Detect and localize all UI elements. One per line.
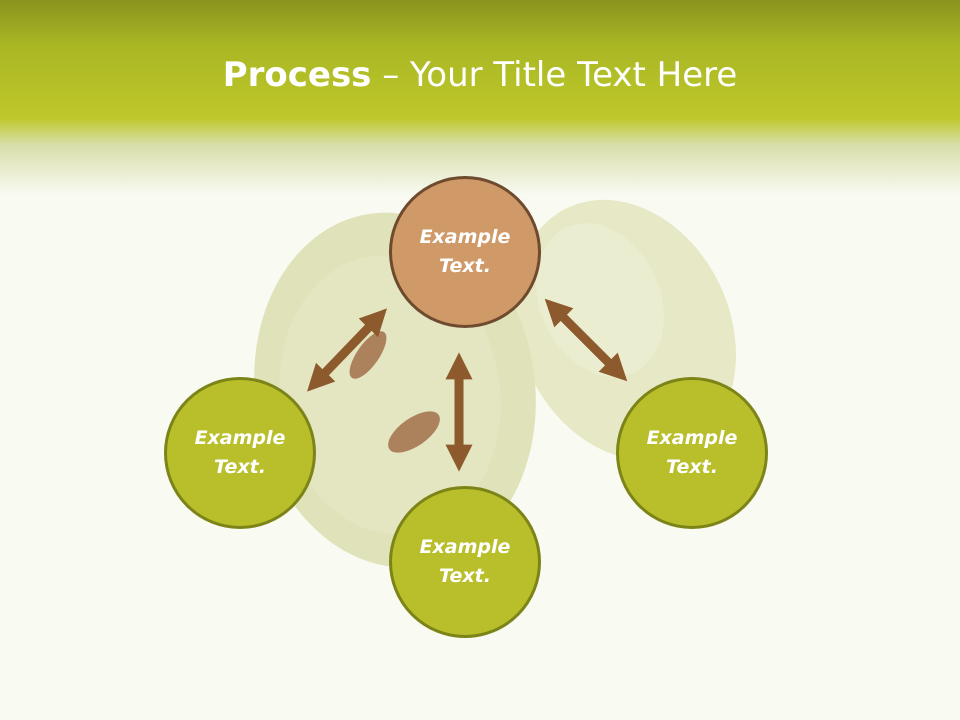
node-left-label: Example Text. (194, 427, 286, 478)
header-band (0, 0, 960, 200)
node-top: Example Text. (389, 176, 541, 328)
slide-title: Process – Your Title Text Here (0, 52, 960, 98)
node-bottom-label: Example Text. (419, 536, 511, 587)
title-rest: – Your Title Text Here (371, 55, 738, 95)
node-top-label: Example Text. (419, 226, 511, 277)
node-left: Example Text. (164, 377, 316, 529)
arrow-top-right (544, 298, 628, 382)
node-bottom: Example Text. (389, 486, 541, 638)
title-bold: Process (222, 55, 372, 95)
arrow-top-left (307, 308, 387, 392)
node-right: Example Text. (616, 377, 768, 529)
node-right-label: Example Text. (646, 427, 738, 478)
